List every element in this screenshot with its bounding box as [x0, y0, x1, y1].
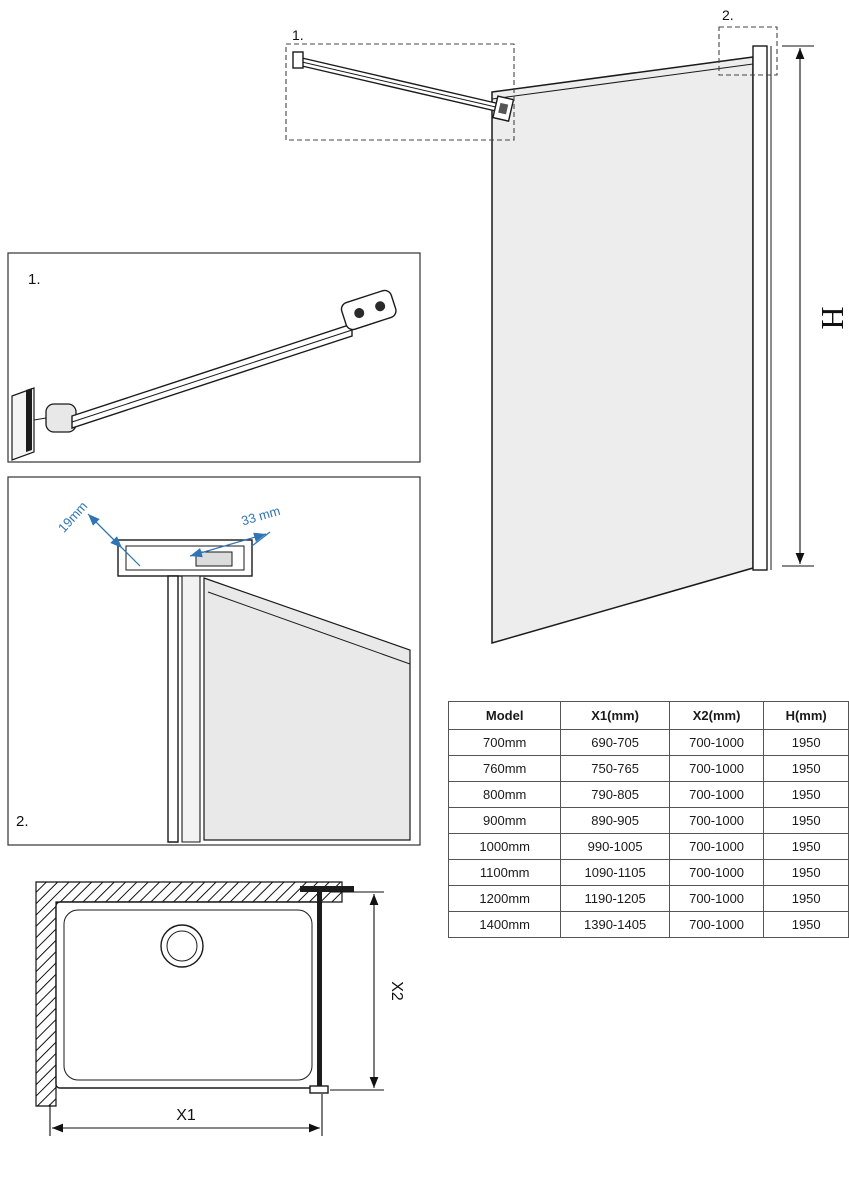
- cell-x2: 700-1000: [668, 859, 765, 886]
- detail-1-label: 1.: [28, 271, 41, 288]
- cell-x2: 700-1000: [668, 781, 765, 808]
- dimension-x1-label: X1: [176, 1107, 196, 1124]
- callout-box-2: [718, 26, 778, 76]
- cell-h: 1950: [763, 859, 849, 886]
- cell-model: 1000mm: [447, 833, 562, 860]
- cell-x1: 1390-1405: [560, 911, 670, 938]
- bar-glass-clamp: [492, 95, 515, 122]
- plan-view: X2 X1: [35, 881, 405, 1136]
- cell-h: 1950: [763, 833, 849, 860]
- table-row: 900mm 890-905 700-1000 1950: [447, 807, 849, 834]
- col-header-model: Model: [447, 701, 562, 730]
- dimension-x1: X1: [49, 1094, 323, 1136]
- glass-panel: [491, 56, 754, 644]
- cell-model: 1200mm: [447, 885, 562, 912]
- cell-x1: 1090-1105: [560, 859, 670, 886]
- cell-x2: 700-1000: [668, 729, 765, 756]
- cell-h: 1950: [763, 807, 849, 834]
- table-row: 700mm 690-705 700-1000 1950: [447, 729, 849, 756]
- col-header-x1: X1(mm): [560, 701, 670, 730]
- size-table: Model X1(mm) X2(mm) H(mm) 700mm 690-705 …: [447, 701, 849, 938]
- glass-section: [167, 575, 411, 843]
- col-header-h: H(mm): [763, 701, 849, 730]
- cell-x2: 700-1000: [668, 911, 765, 938]
- support-bar: [292, 51, 515, 122]
- cell-x1: 750-765: [560, 755, 670, 782]
- table-row: 1000mm 990-1005 700-1000 1950: [447, 833, 849, 860]
- wall-channel-profile: [117, 539, 253, 577]
- top-bar-plan: [300, 886, 354, 892]
- cell-h: 1950: [763, 885, 849, 912]
- cell-model: 760mm: [447, 755, 562, 782]
- cell-x1: 790-805: [560, 781, 670, 808]
- dimension-x2: X2: [330, 891, 405, 1091]
- cell-x2: 700-1000: [668, 833, 765, 860]
- detail-box-2: 2. 19mm 33 m: [7, 476, 421, 846]
- wall-profile: [752, 45, 768, 571]
- cell-x1: 990-1005: [560, 833, 670, 860]
- shower-tray: [55, 901, 321, 1089]
- table-row: 1100mm 1090-1105 700-1000 1950: [447, 859, 849, 886]
- col-header-x2: X2(mm): [668, 701, 765, 730]
- cell-h: 1950: [763, 911, 849, 938]
- cell-x2: 700-1000: [668, 885, 765, 912]
- glass-panel-plan: [317, 892, 322, 1092]
- cell-h: 1950: [763, 781, 849, 808]
- main-panel-view: 1. 2. H: [285, 7, 849, 644]
- glass-top-edge: [491, 63, 754, 100]
- callout-label-2: 2.: [722, 7, 734, 23]
- cell-model: 700mm: [447, 729, 562, 756]
- table-header-row: Model X1(mm) X2(mm) H(mm): [447, 701, 849, 730]
- detail-2-label: 2.: [16, 813, 29, 830]
- cell-x1: 1190-1205: [560, 885, 670, 912]
- dimension-x2-label: X2: [388, 981, 405, 1001]
- detail-box-1: 1.: [7, 252, 421, 463]
- cell-x2: 700-1000: [668, 807, 765, 834]
- table-row: 1200mm 1190-1205 700-1000 1950: [447, 885, 849, 912]
- cell-x1: 890-905: [560, 807, 670, 834]
- cell-x1: 690-705: [560, 729, 670, 756]
- cell-h: 1950: [763, 729, 849, 756]
- callout-box-1: [285, 43, 515, 141]
- cell-model: 900mm: [447, 807, 562, 834]
- cell-model: 1400mm: [447, 911, 562, 938]
- cell-model: 1100mm: [447, 859, 562, 886]
- cell-x2: 700-1000: [668, 755, 765, 782]
- table-row: 1400mm 1390-1405 700-1000 1950: [447, 911, 849, 938]
- drain: [160, 924, 204, 968]
- cell-model: 800mm: [447, 781, 562, 808]
- table-row: 760mm 750-765 700-1000 1950: [447, 755, 849, 782]
- callout-label-1: 1.: [292, 27, 304, 43]
- bar-end-plate: [340, 289, 397, 331]
- dimension-h: H: [782, 45, 849, 567]
- dimension-h-label: H: [815, 306, 849, 329]
- wall-hatch: [35, 881, 343, 1107]
- panel-foot: [309, 1085, 329, 1094]
- cell-h: 1950: [763, 755, 849, 782]
- table-row: 800mm 790-805 700-1000 1950: [447, 781, 849, 808]
- bar-wall-mount: [292, 51, 304, 69]
